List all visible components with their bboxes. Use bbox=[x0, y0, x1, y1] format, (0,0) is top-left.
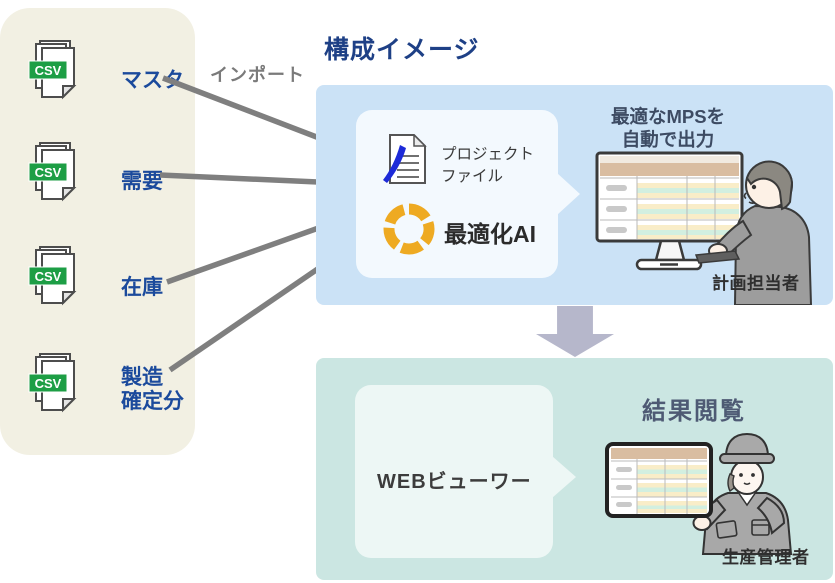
project-file-label: プロジェクト ファイル bbox=[441, 146, 535, 185]
csv-badge: CSV bbox=[35, 376, 62, 391]
source-label: 在庫 bbox=[121, 276, 163, 299]
source-label: 需要 bbox=[121, 170, 163, 193]
optimization-ai-icon bbox=[383, 203, 435, 255]
optimization-ai-label: 最適化AI bbox=[444, 221, 536, 247]
manager-illustration bbox=[605, 432, 793, 555]
process-section: プロジェクト ファイル 最適化AI 最適なMPSを 自動で出力 bbox=[316, 85, 833, 305]
csv-badge: CSV bbox=[35, 63, 62, 78]
csv-file-icon: CSV bbox=[28, 40, 77, 100]
csv-sources-panel: CSV マスタ CSV 需要 bbox=[0, 8, 195, 455]
csv-badge: CSV bbox=[35, 165, 62, 180]
csv-source-inventory: CSV 在庫 bbox=[28, 246, 195, 311]
csv-file-icon: CSV bbox=[28, 142, 77, 202]
planner-label: 計画担当者 bbox=[712, 274, 800, 293]
csv-file-icon: CSV bbox=[28, 353, 77, 413]
process-bubble: プロジェクト ファイル 最適化AI bbox=[356, 110, 580, 278]
import-label: インポート bbox=[210, 65, 305, 85]
flow-down-arrow-icon bbox=[536, 306, 614, 357]
csv-source-demand: CSV 需要 bbox=[28, 142, 195, 207]
page-title: 構成イメージ bbox=[324, 36, 480, 64]
csv-source-fixed-production: CSV 製造 確定分 bbox=[28, 353, 195, 418]
planner-illustration bbox=[595, 151, 813, 305]
output-caption: 最適なMPSを 自動で出力 bbox=[610, 106, 726, 150]
source-label: マスタ bbox=[121, 69, 184, 92]
csv-badge: CSV bbox=[35, 269, 62, 284]
viewer-bubble: WEBビューワー bbox=[355, 385, 576, 558]
manager-label: 生産管理者 bbox=[722, 548, 810, 567]
csv-file-icon: CSV bbox=[28, 246, 77, 306]
source-label: 製造 確定分 bbox=[121, 366, 184, 413]
result-section: 結果閲覧 WEBビューワー bbox=[316, 358, 833, 580]
project-file-icon bbox=[383, 134, 427, 184]
csv-source-master: CSV マスタ bbox=[28, 40, 195, 105]
result-heading: 結果閲覧 bbox=[642, 398, 746, 425]
web-viewer-label: WEBビューワー bbox=[377, 471, 532, 493]
